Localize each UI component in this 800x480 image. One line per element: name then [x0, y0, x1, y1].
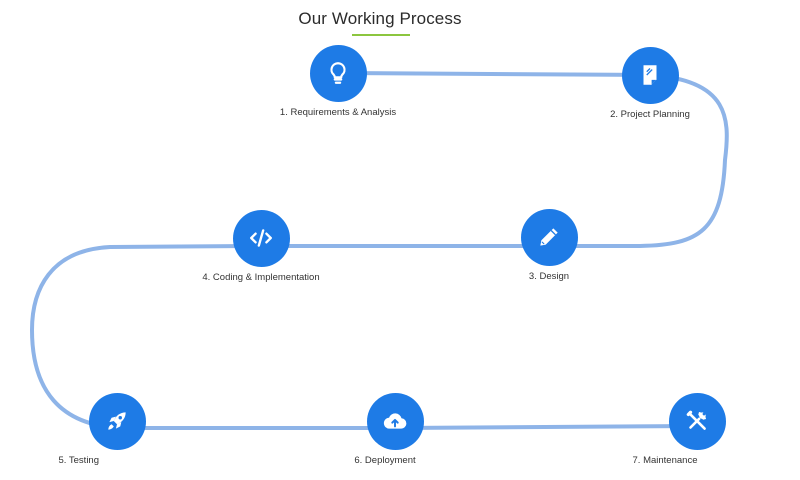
- title-underline: [352, 34, 410, 36]
- step-circle[interactable]: [88, 392, 146, 450]
- tools-icon: [686, 410, 707, 430]
- page-title: Our Working Process: [298, 9, 462, 28]
- step-label: 1. Requirements & Analysis: [279, 107, 397, 118]
- step-label: 7. Maintenance: [632, 455, 698, 466]
- step-circle[interactable]: [232, 209, 290, 267]
- step-circle[interactable]: [668, 392, 726, 450]
- step-circle[interactable]: [621, 46, 679, 104]
- pencil-icon: [540, 228, 558, 246]
- step-circle[interactable]: [520, 208, 578, 266]
- code-icon: [250, 229, 272, 247]
- cloud-upload-icon: [383, 413, 407, 429]
- step-label: 4. Coding & Implementation: [202, 272, 320, 283]
- step-label: 2. Project Planning: [610, 109, 690, 120]
- step-circle[interactable]: [309, 44, 367, 102]
- step-label: 5. Testing: [58, 455, 100, 466]
- rocket-icon: [108, 412, 126, 430]
- process-path-line: [29, 71, 729, 430]
- step-circle[interactable]: [366, 392, 424, 450]
- document-icon: [643, 65, 657, 85]
- lightbulb-icon: [330, 62, 346, 84]
- step-label: 3. Design: [528, 271, 570, 282]
- step-label: 6. Deployment: [354, 455, 416, 466]
